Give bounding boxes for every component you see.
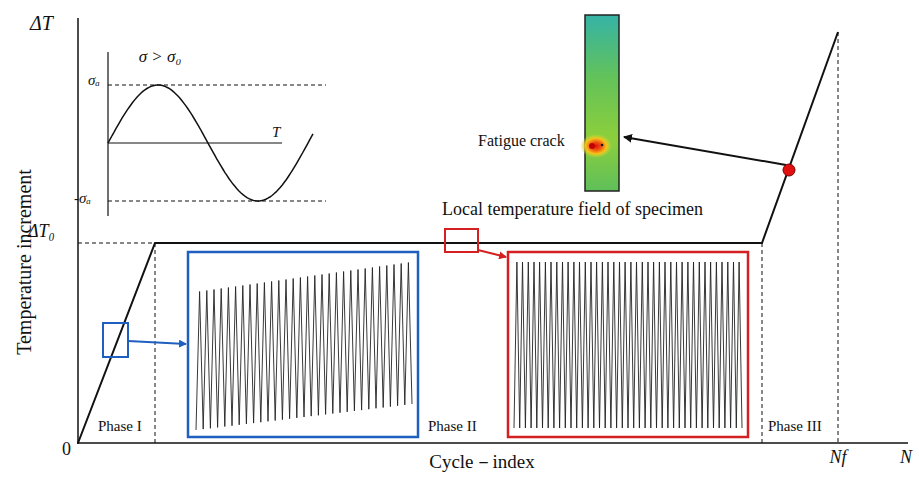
crack-point [783, 164, 795, 176]
axis-symbol: N [900, 448, 912, 468]
temperature-curve [78, 32, 838, 443]
phase-label: Phase II [428, 418, 477, 435]
x-axis [77, 442, 908, 444]
inset-value: -σₐ [74, 190, 91, 207]
inset-condition: σ > σ₀ [139, 48, 182, 67]
phase-label: Phase I [98, 418, 142, 435]
callout-label: Local temperature field of specimen [442, 200, 703, 220]
inset-axis-symbol: T [272, 124, 280, 141]
axis-symbol: ΔT [30, 12, 53, 34]
phase2-zoom [445, 229, 748, 437]
y-axis [77, 18, 79, 444]
callout-label: Fatigue crack [478, 132, 565, 150]
axis-value: ΔT₀ [28, 222, 55, 242]
load-inset [108, 52, 326, 216]
phase-label: Phase III [768, 418, 822, 435]
axis-origin: 0 [62, 440, 71, 460]
inset-value: σₐ [88, 72, 100, 89]
specimen-thermal-image [580, 15, 619, 191]
guide-lines [78, 32, 838, 443]
phase1-zoom [103, 252, 418, 437]
crack-pointer [624, 137, 786, 165]
axis-title: Temperature increment [13, 169, 35, 355]
axis-value: Nf [829, 448, 846, 468]
axis-title: Cycle－index [429, 452, 535, 473]
